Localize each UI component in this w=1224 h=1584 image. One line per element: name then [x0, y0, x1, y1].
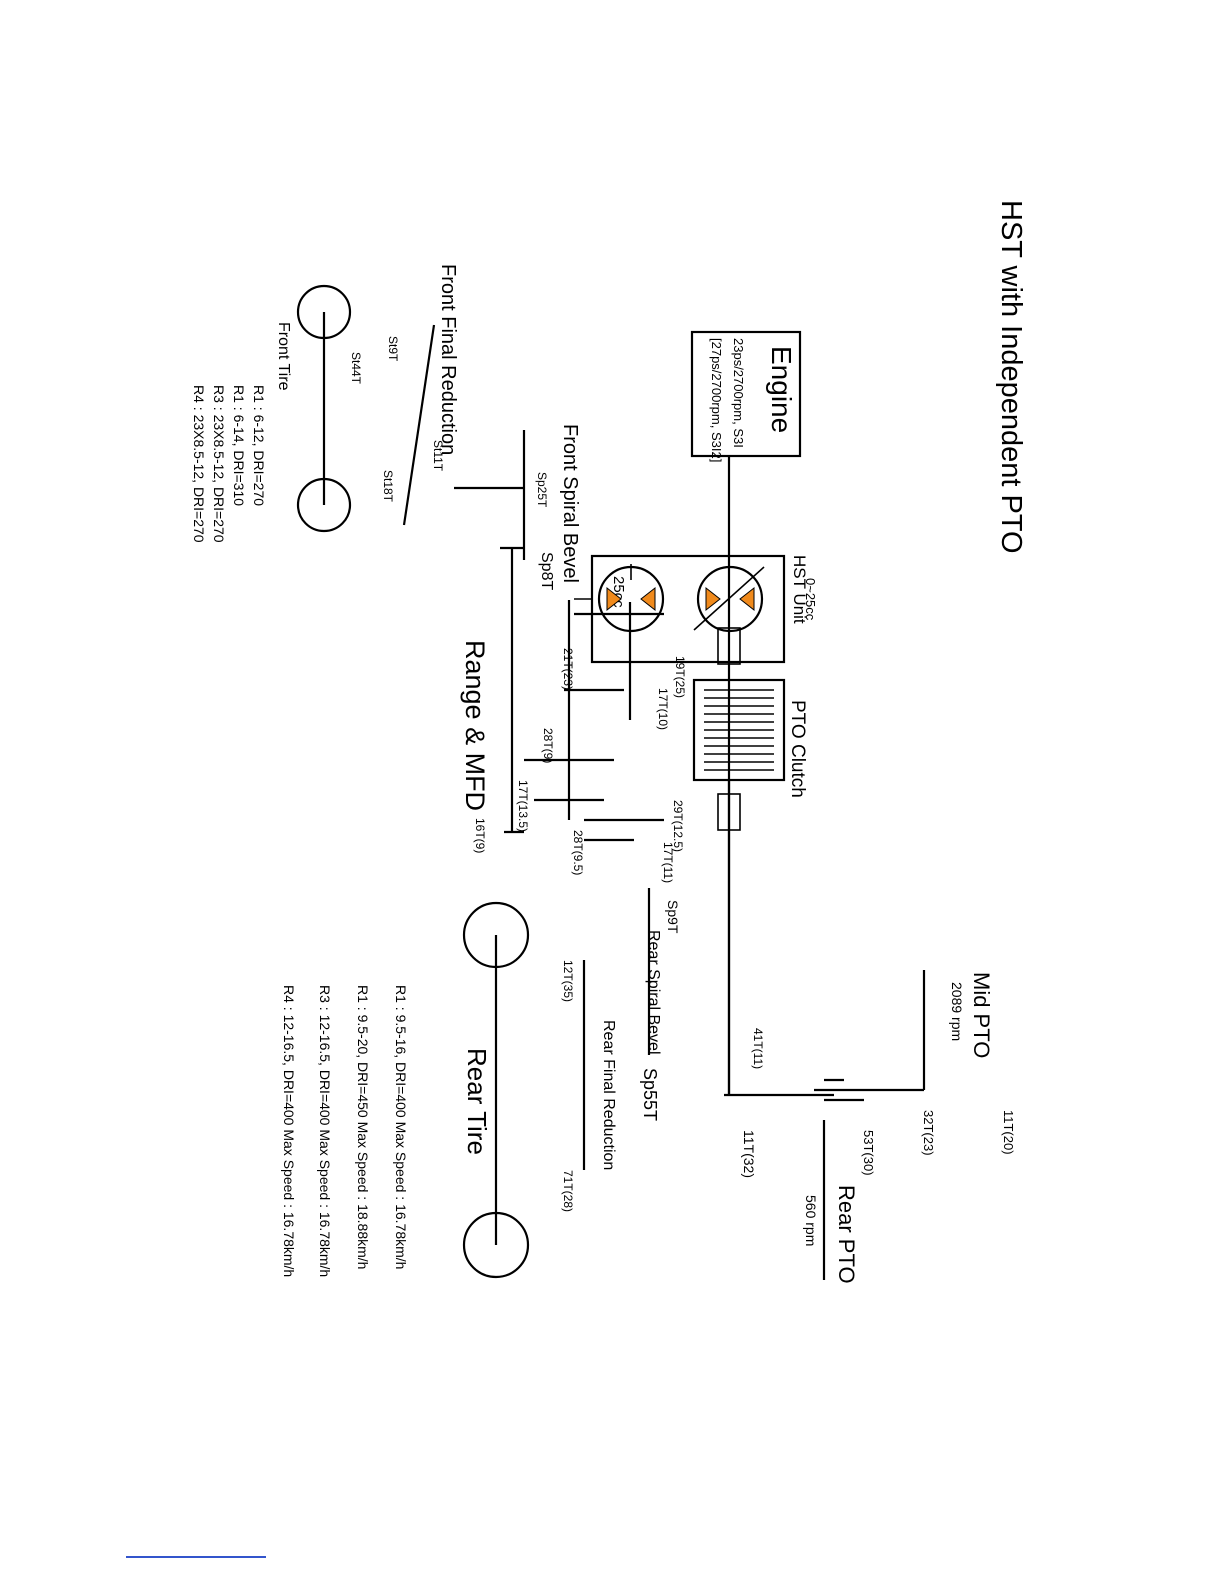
rear-tire-right: [462, 1211, 530, 1279]
rear-tire-spec-1: R1 : 9.5-16, DRI=400 Max Speed : 16.78km…: [393, 985, 409, 1269]
gear-17t-b-label: 17T(13.5): [516, 780, 530, 832]
gear-16t-label: 16T(9): [473, 818, 487, 853]
engine-box: [690, 330, 802, 458]
rear-tire-spec-2: R1 : 9.5-20, DRI=450 Max Speed : 18.88km…: [355, 985, 371, 1269]
engine-label: Engine: [766, 346, 797, 433]
rear-tire-spec-3: R3 : 12-16.5, DRI=400 Max Speed : 16.78k…: [317, 985, 333, 1277]
rear-tire-spec-4: R4 : 12-16.5, DRI=400 Max Speed : 16.78k…: [281, 985, 297, 1277]
rear-spiral-bevel-label: Rear Spiral Bevel: [645, 930, 662, 1055]
front-tire-spec-1: R1 : 6-12, DRI=270: [251, 385, 267, 506]
st44t-label: St44T: [349, 352, 363, 385]
front-final-reduction-label: Front Final Reduction: [437, 264, 459, 455]
gear-12t-label: 12T(35): [561, 960, 575, 1002]
motor-triangle-bottom: [606, 586, 622, 612]
rear-tire-label: Rear Tire: [462, 1048, 492, 1155]
hst-unit-box: [590, 554, 786, 664]
st18t-label: St18T: [381, 470, 395, 503]
pto-clutch-box: [692, 678, 786, 782]
gear-17t-c-label: 17T(11): [661, 842, 675, 883]
front-tire-spec-2: R1 : 6-14, DRI=310: [231, 385, 247, 506]
gear-41t-label: 41T(11): [751, 1028, 765, 1069]
engine-spec2: [27ps/2700rpm, S3I2]: [709, 338, 724, 462]
mid-pto-rpm: 2089 rpm: [949, 982, 965, 1041]
footer-link-line: [126, 1556, 266, 1558]
pump-triangle-top: [739, 586, 755, 612]
gear-11t-b-label: 11T(20): [1001, 1110, 1016, 1155]
rear-tire-left: [462, 901, 530, 969]
front-spiral-bevel-label: Front Spiral Bevel: [559, 424, 581, 583]
hst-unit-label: HST Unit: [790, 555, 809, 624]
rear-final-reduction-label: Rear Final Reduction: [600, 1020, 617, 1170]
sp9t-label: Sp9T: [665, 900, 681, 934]
st9t-label: St9T: [386, 336, 400, 362]
gear-11t-a-label: 11T(32): [741, 1130, 757, 1178]
rear-pto-rpm: 560 rpm: [803, 1195, 819, 1246]
sp55t-text: Sp55T: [640, 1068, 660, 1121]
pump-swash-arrow: [693, 566, 765, 631]
front-tire-spec-4: R4 : 23X8.5-12, DRI=270: [191, 385, 207, 543]
pto-clutch-plates: [704, 689, 774, 771]
gear-28t-b-label: 28T(9.5): [571, 830, 585, 875]
gear-19t-label: 19T(25): [673, 656, 687, 698]
front-final-reduction-shaft: [402, 324, 436, 526]
gear-53t-label: 53T(30): [861, 1130, 876, 1176]
sp8t-label: Sp8T: [538, 552, 555, 590]
st11t-label: St11T: [431, 440, 445, 472]
pto-clutch-label: PTO Clutch: [787, 700, 808, 798]
sp25t-label: Sp25T: [535, 472, 549, 508]
range-mfd-label: Range & MFD: [460, 640, 490, 811]
gear-17t-a-label: 17T(10): [656, 688, 670, 730]
front-tire-label: Front Tire: [275, 322, 292, 391]
hst-pump-circle: [696, 565, 764, 633]
rear-pto-label: Rear PTO: [834, 1185, 859, 1284]
motor-triangle-top: [640, 586, 656, 612]
hst-pump-size: 0~25cc: [803, 578, 818, 621]
gear-32t-label: 32T(23): [921, 1110, 936, 1156]
mid-pto-label: Mid PTO: [969, 972, 994, 1058]
engine-spec1: 23ps/2700rpm, S3I: [731, 338, 746, 448]
coupler-1: [717, 627, 741, 665]
diagram-title: HST with Independent PTO: [995, 200, 1027, 554]
front-tire-left: [296, 284, 352, 340]
pump-triangle-bottom: [705, 586, 721, 612]
gear-29t-label: 29T(12.5): [671, 800, 685, 852]
front-tire-spec-3: R3 : 23X8.5-12, DRI=270: [211, 385, 227, 543]
gear-71t-label: 71T(28): [561, 1170, 575, 1212]
gear-28t-a-label: 28T(9): [541, 728, 555, 763]
front-tire-right: [296, 477, 352, 533]
coupler-2: [717, 793, 741, 831]
